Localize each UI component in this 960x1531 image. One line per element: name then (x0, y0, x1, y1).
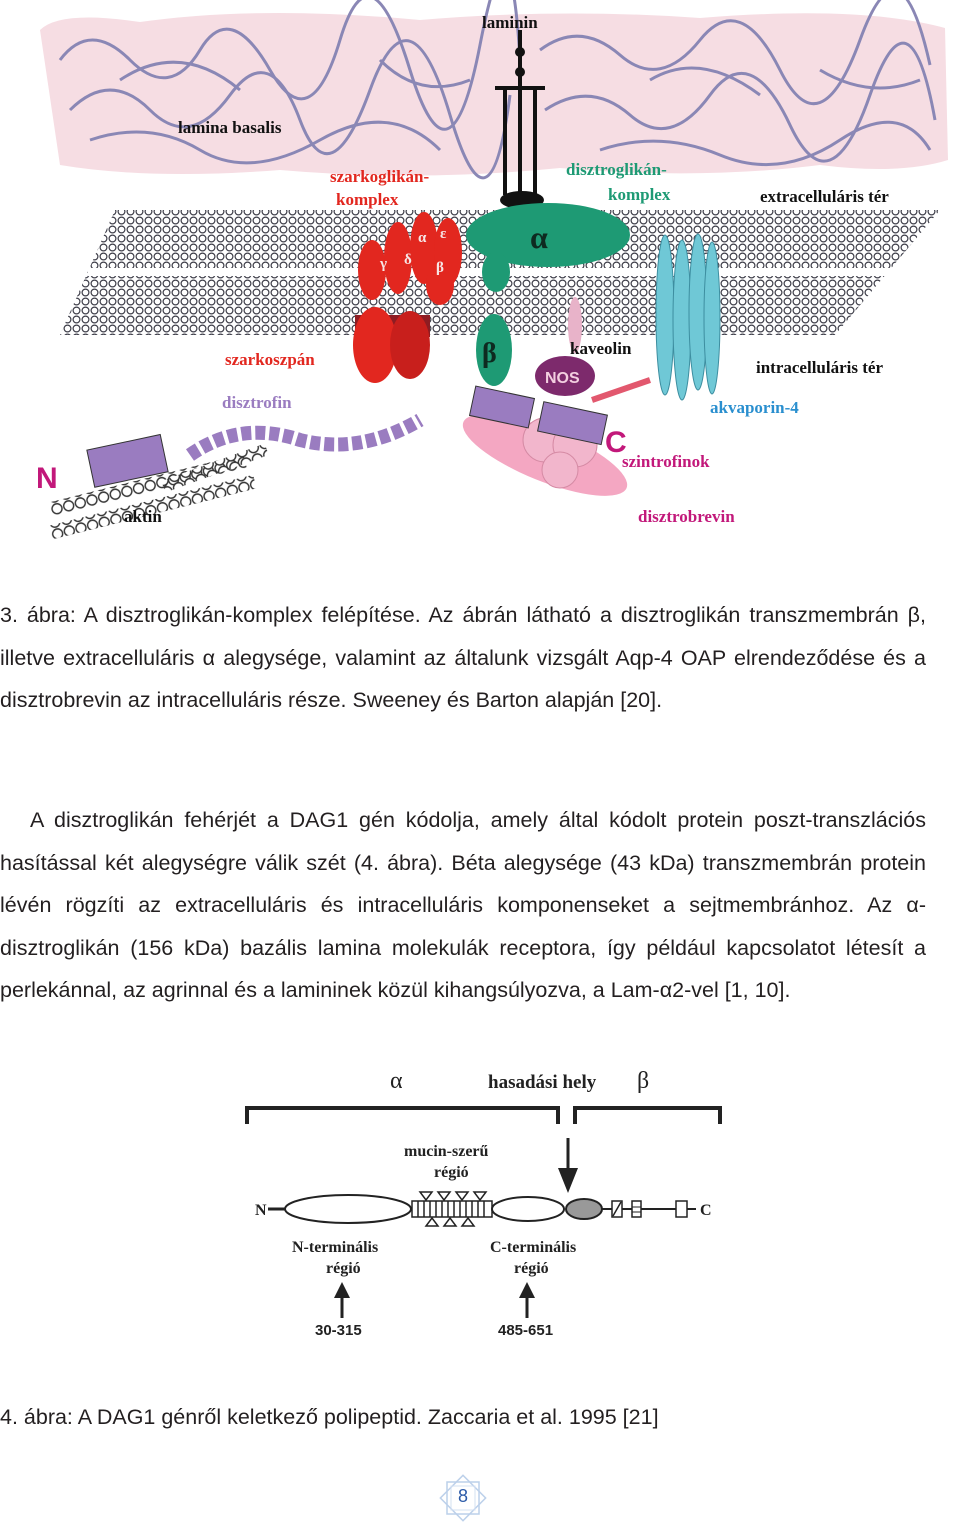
subunit-brackets (247, 1108, 720, 1124)
c-range-label: 485-651 (498, 1322, 553, 1339)
aquaporin-label: akvaporin-4 (710, 398, 799, 417)
dystroglycan-complex-label-1: disztroglikán- (566, 160, 667, 179)
sg-alpha-label: α (418, 230, 427, 246)
aquaporin-4-shape (656, 234, 720, 400)
c-terminal-region-label-1: C-terminális (490, 1239, 576, 1256)
lamina-basalis-label: lamina basalis (178, 118, 282, 137)
sarcoglycan-complex-label-2: komplex (336, 190, 399, 209)
n-range-label: 30-315 (315, 1322, 362, 1339)
sg-epsilon-label: ε (440, 226, 447, 242)
sarcoglycan-complex-label-1: szarkoglikán- (330, 167, 430, 186)
n-terminal-region-label-2: régió (326, 1260, 361, 1277)
beta-label: β (482, 338, 497, 369)
sarcospan-shape (353, 307, 430, 383)
polypeptide-chain: N C (255, 1192, 712, 1226)
laminin-label: laminin (482, 13, 538, 32)
fig4-alpha: α (390, 1068, 403, 1094)
sg-gamma-label: γ (379, 256, 387, 272)
figure-4-caption: 4. ábra: A DAG1 génről keletkező polipep… (0, 1396, 659, 1438)
intracellular-label: intracelluláris tér (756, 358, 883, 377)
actin-label: aktin (124, 507, 162, 526)
sarcospan-label: szarkoszpán (225, 350, 315, 369)
dystroglycan-complex-label-2: komplex (608, 185, 671, 204)
sg-delta-label: δ (404, 252, 412, 268)
fig4-c-label: C (700, 1202, 712, 1219)
region-arrows (334, 1282, 535, 1318)
beta-dg-extra (482, 252, 510, 292)
mucin-label-1: mucin-szerű (404, 1143, 489, 1160)
lamina-basalis-band (40, 13, 948, 176)
n-terminal-label: N (36, 462, 58, 495)
fig4-beta: β (637, 1068, 649, 1094)
body-paragraph: A disztroglikán fehérjét a DAG1 gén kódo… (0, 799, 926, 1012)
fig4-n-label: N (255, 1202, 267, 1219)
page-number-ornament: 8 (435, 1470, 491, 1526)
caveolin-label: kaveolin (570, 339, 632, 358)
c-terminal-region-label-2: régió (514, 1260, 549, 1277)
sg-beta-label: β (436, 260, 444, 276)
nos-label: NOS (545, 370, 580, 387)
cleavage-site-label: hasadási hely (488, 1072, 597, 1093)
mucin-label-2: régió (434, 1164, 469, 1181)
dystroglycan-complex-figure: α ε γ δ β α β NOS laminin lamina (0, 0, 960, 560)
c-terminal-label: C (605, 426, 627, 459)
page-number: 8 (435, 1486, 491, 1507)
dystrobrevin-label: disztrobrevin (638, 507, 735, 526)
dag1-polypeptide-figure: α hasadási hely β mucin-szerű régió N (0, 1060, 960, 1410)
syntrophin-label: szintrofinok (622, 452, 710, 471)
figure-3-caption: 3. ábra: A disztroglikán-komplex felépít… (0, 594, 926, 722)
extracellular-label: extracelluláris tér (760, 187, 889, 206)
alpha-label: α (530, 219, 548, 255)
dystrophin-label: disztrofin (222, 393, 292, 412)
n-terminal-region-label-1: N-terminális (292, 1239, 378, 1256)
